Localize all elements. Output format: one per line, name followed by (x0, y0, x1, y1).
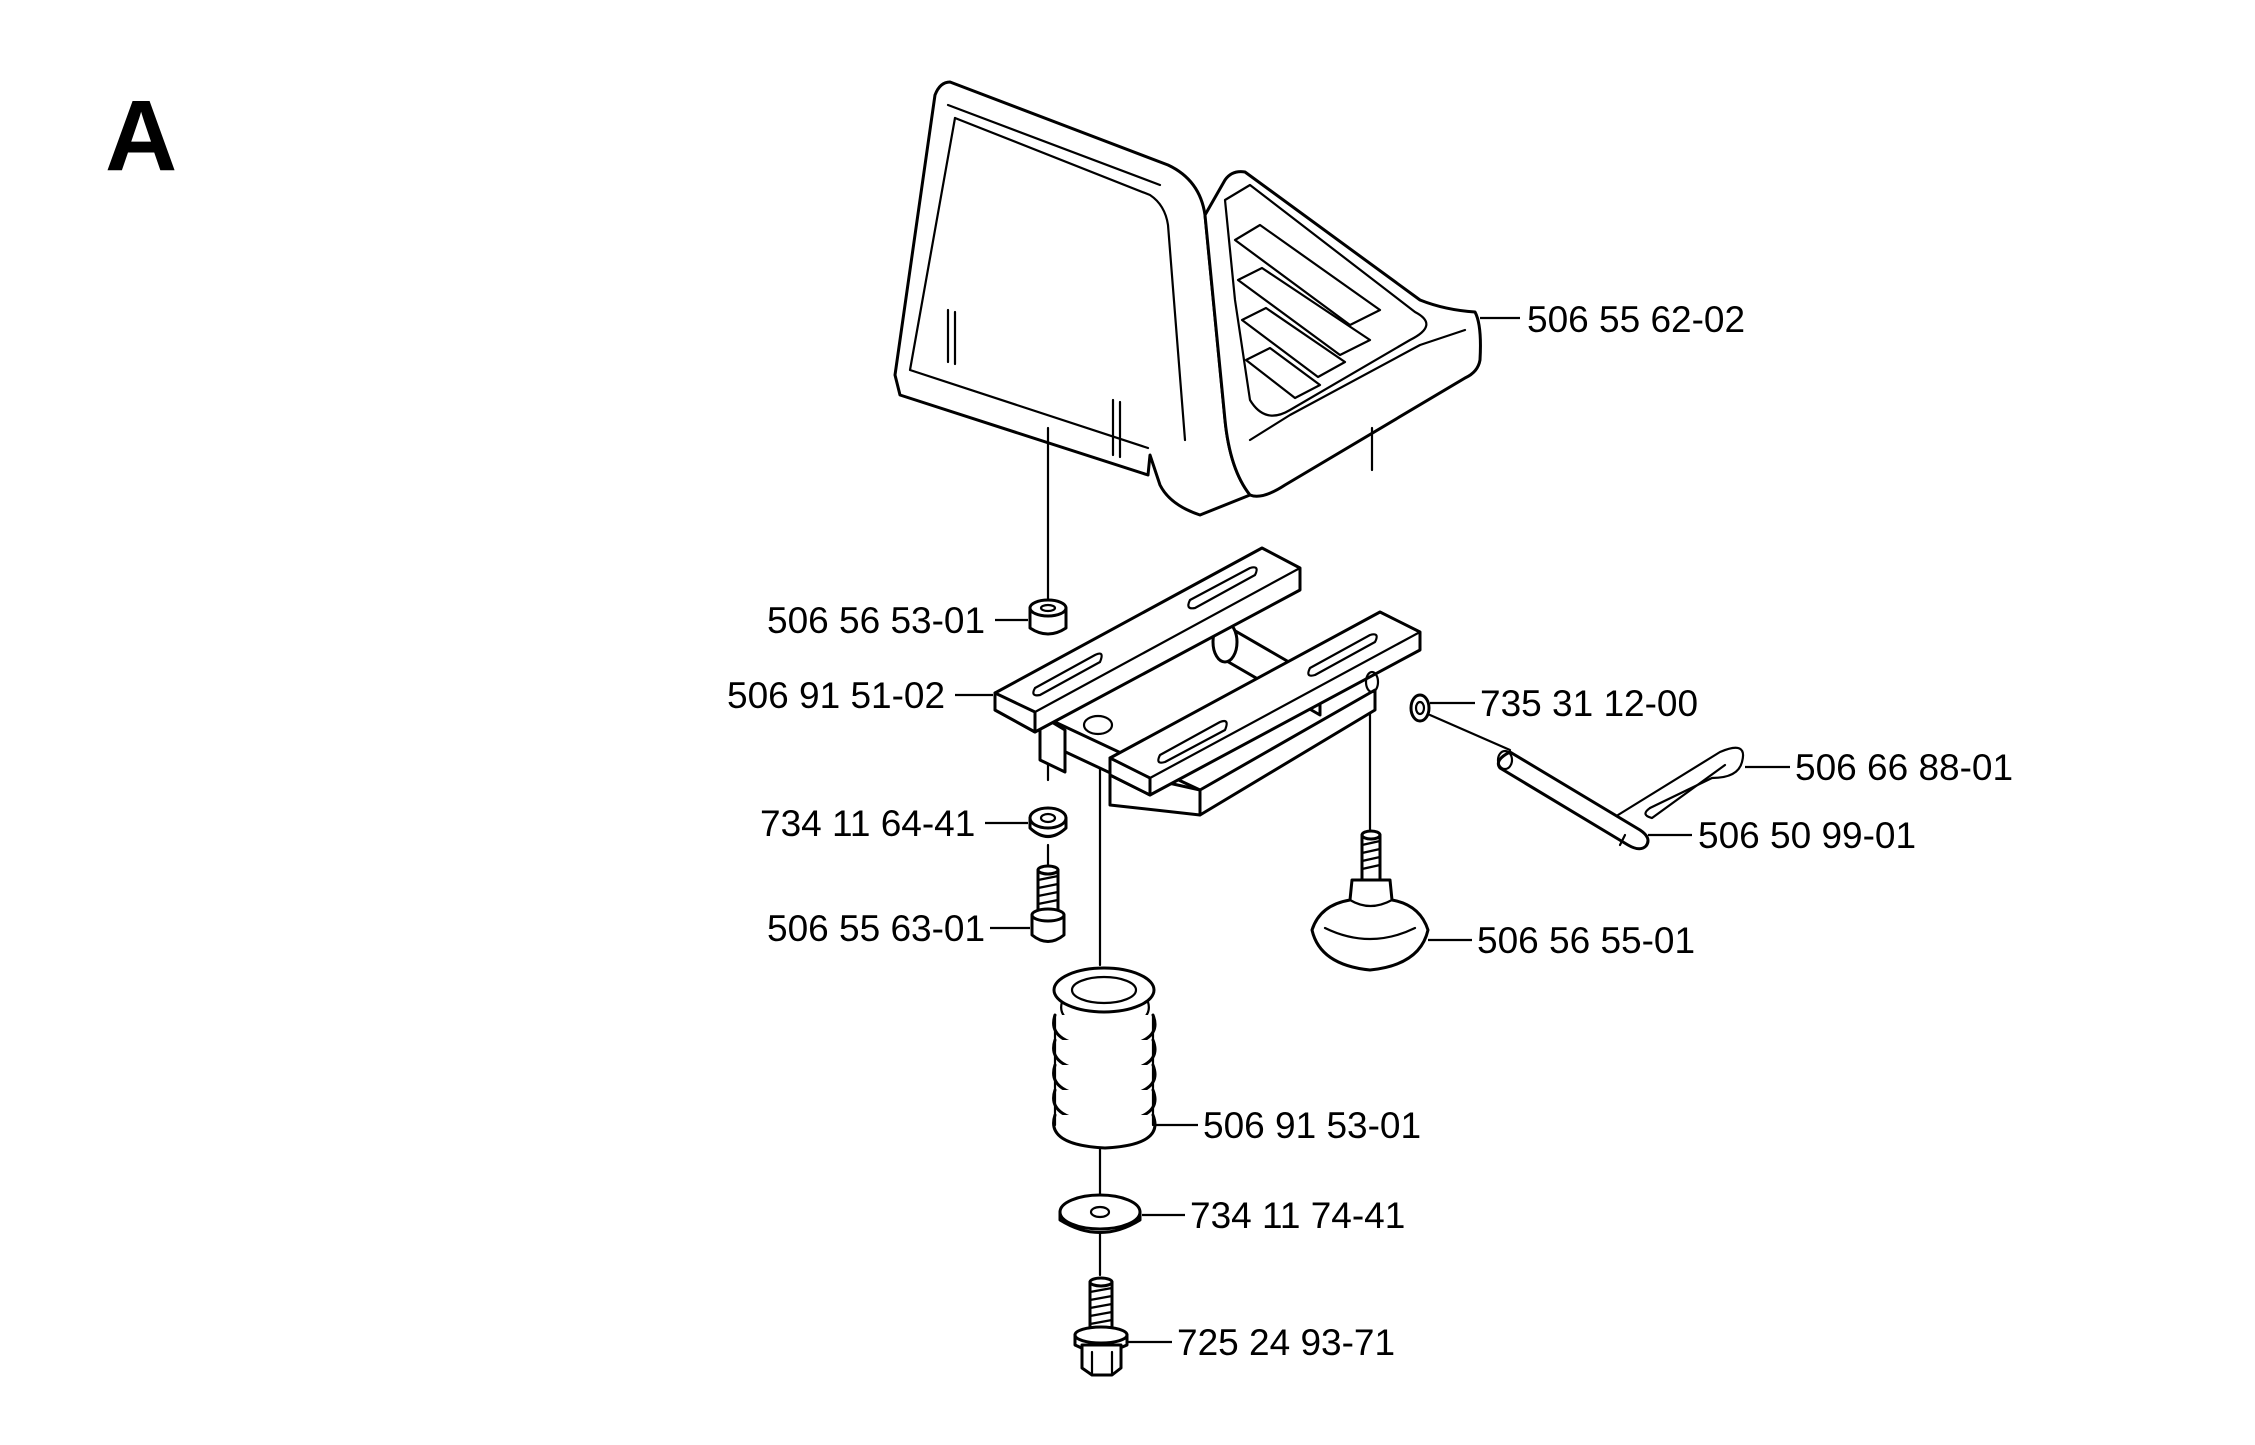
flange-bolt-part (1073, 1276, 1129, 1377)
part-number-cap-nut: 506 56 53-01 (767, 600, 985, 641)
knob-part (1310, 829, 1430, 972)
cap-nut-part (1028, 598, 1068, 636)
part-number-hair-pin: 506 66 88-01 (1795, 747, 2013, 788)
screw-part (1030, 864, 1066, 943)
spring-part (1052, 966, 1157, 1150)
part-number-seat-bracket: 506 91 51-02 (727, 675, 945, 716)
lock-ring-part (1409, 693, 1431, 723)
seat-part (893, 80, 1482, 517)
part-number-flange-bolt: 725 24 93-71 (1177, 1322, 1395, 1363)
hair-pin-part (1616, 746, 1745, 820)
part-number-large-washer: 734 11 74-41 (1190, 1195, 1405, 1236)
part-number-spring: 506 91 53-01 (1203, 1105, 1421, 1146)
part-number-pin: 506 50 99-01 (1698, 815, 1916, 856)
small-washer-part (1028, 806, 1068, 838)
pin-part (1496, 749, 1650, 851)
part-number-screw: 506 55 63-01 (767, 908, 985, 949)
seat-bracket-part (993, 546, 1422, 817)
part-number-small-washer: 734 11 64-41 (760, 803, 975, 844)
section-label: A (105, 80, 177, 192)
part-number-lock-ring: 735 31 12-00 (1480, 683, 1698, 724)
part-number-seat: 506 55 62-02 (1527, 299, 1745, 340)
part-number-knob: 506 56 55-01 (1477, 920, 1695, 961)
large-washer-part (1058, 1193, 1142, 1234)
